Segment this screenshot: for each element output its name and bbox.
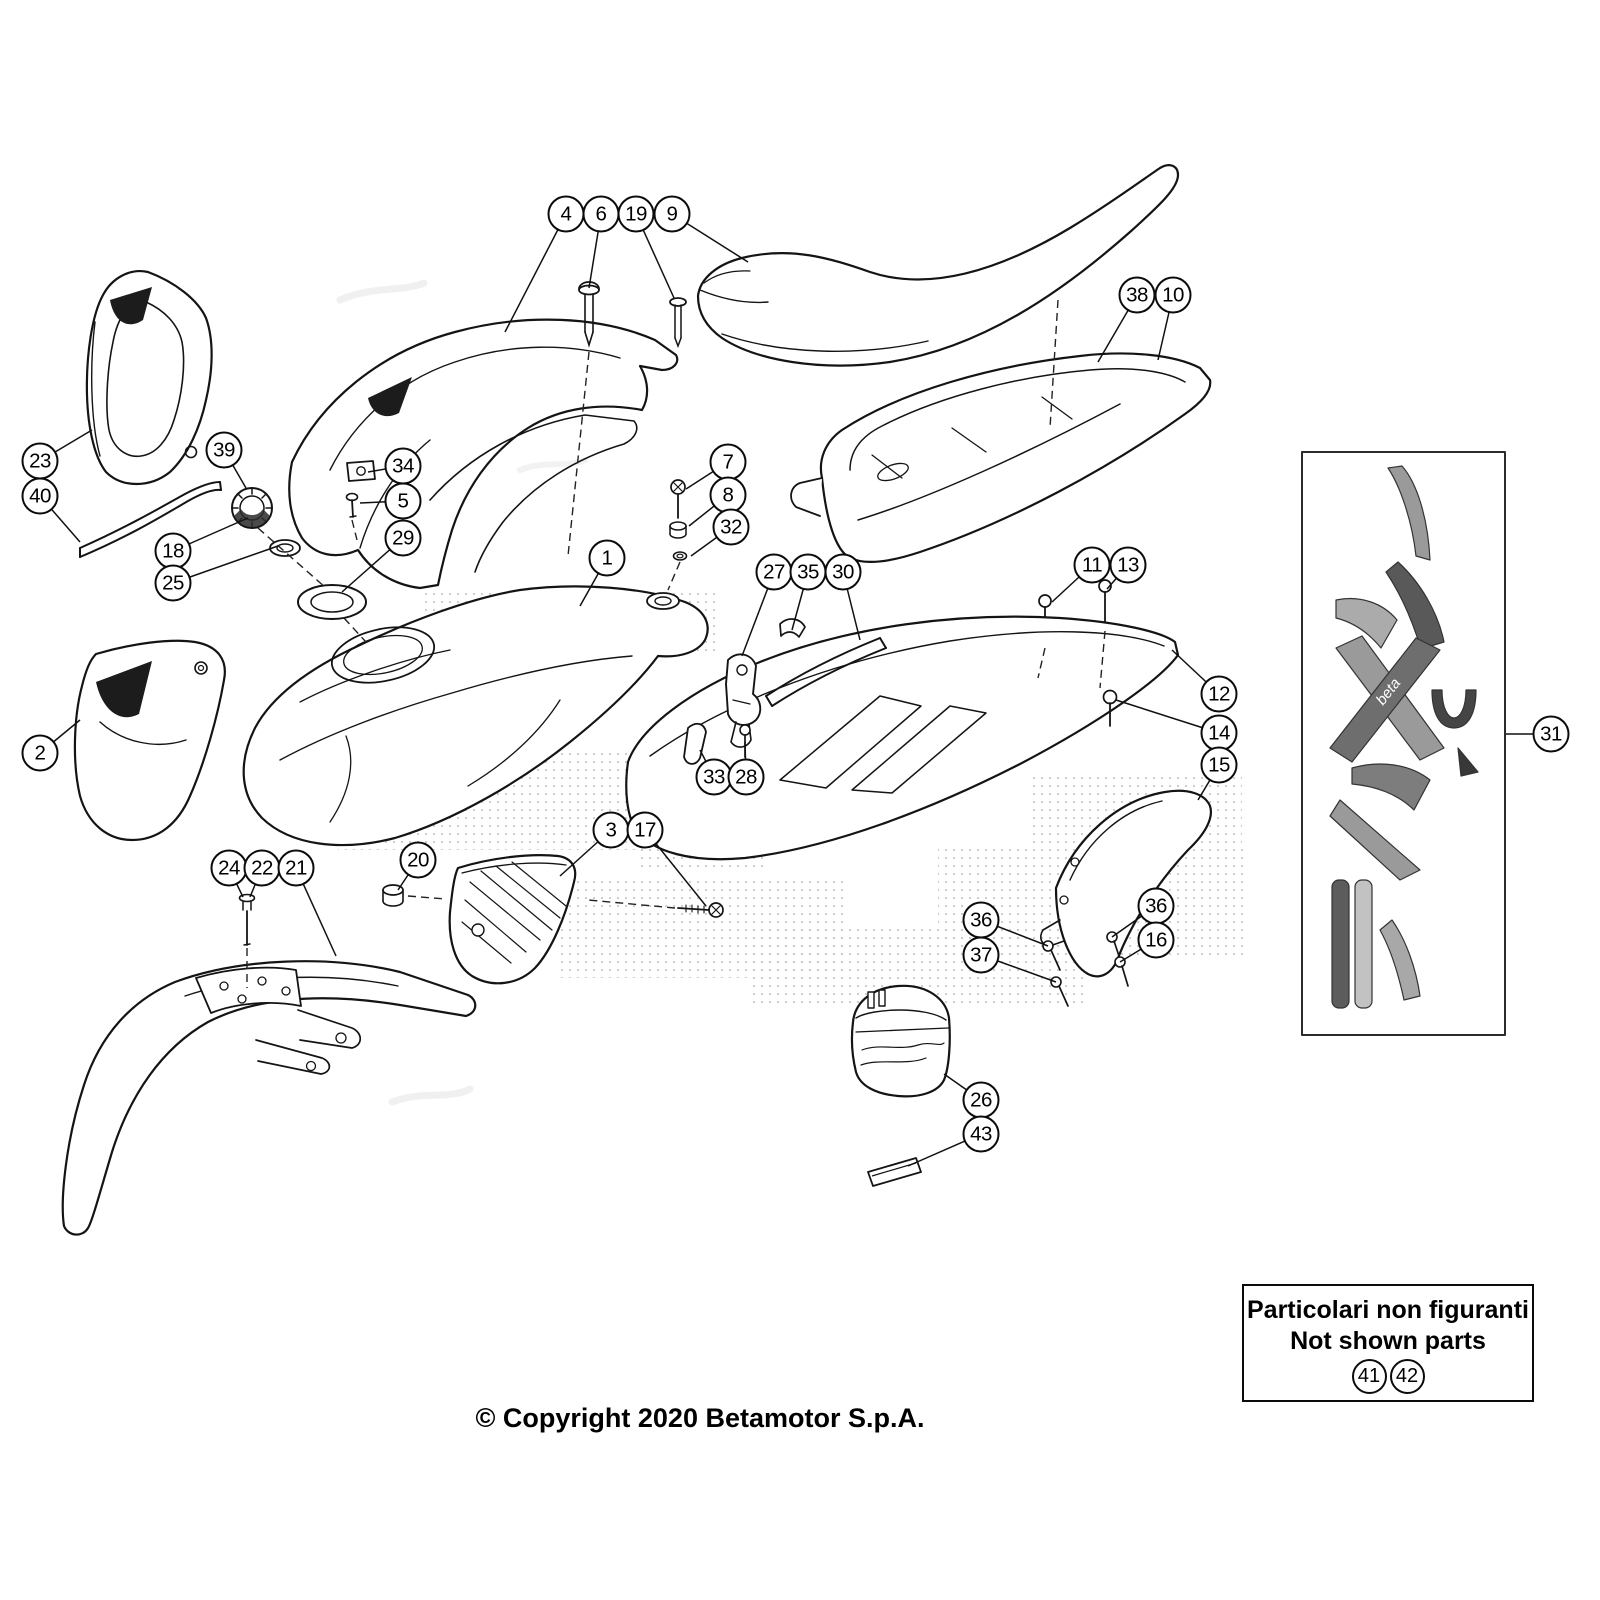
headlight-mask [85,270,213,485]
screw-14 [1102,689,1118,727]
tube-30 [765,637,887,707]
callout-41: 41 [1351,1359,1387,1394]
clamp-34 [346,460,376,482]
front-fender [61,960,477,1236]
screw-17 [677,902,724,918]
washer-25 [269,539,301,557]
rear-fender-inner [790,352,1212,645]
tank-hardware [669,479,688,561]
fuel-tank [242,585,709,847]
nut-32 [672,551,688,561]
decal-sheet-box: beta [1301,451,1506,1036]
seat [696,164,1180,367]
fuel-cap-39 [231,487,273,529]
front-number-plate [73,639,226,842]
label-43 [867,1157,922,1187]
hose-40 [79,481,222,558]
callout-42: 42 [1389,1359,1425,1394]
tank-shroud [288,318,679,590]
assembly-dashed-lines [246,299,1106,988]
washer-8 [669,521,687,539]
screw-16 [1114,956,1129,987]
not-shown-title-it: Particolari non figuranti [1247,1296,1529,1324]
tank-ring-29 [297,584,367,620]
not-shown-title-en: Not shown parts [1290,1326,1486,1355]
clamp-35 [779,618,806,638]
bolt-7 [670,479,686,519]
screw-19 [669,297,687,349]
screw-13 [1098,579,1112,628]
battery-box [850,984,951,1098]
side-panel-small [448,854,577,985]
not-shown-parts-box: Particolari non figuranti Not shown part… [1242,1284,1534,1402]
copyright-line: © Copyright 2020 Betamotor S.p.A. [475,1403,925,1433]
grommet-20 [382,884,404,907]
screw-5 [345,492,359,518]
screw-22-24 [238,893,256,946]
